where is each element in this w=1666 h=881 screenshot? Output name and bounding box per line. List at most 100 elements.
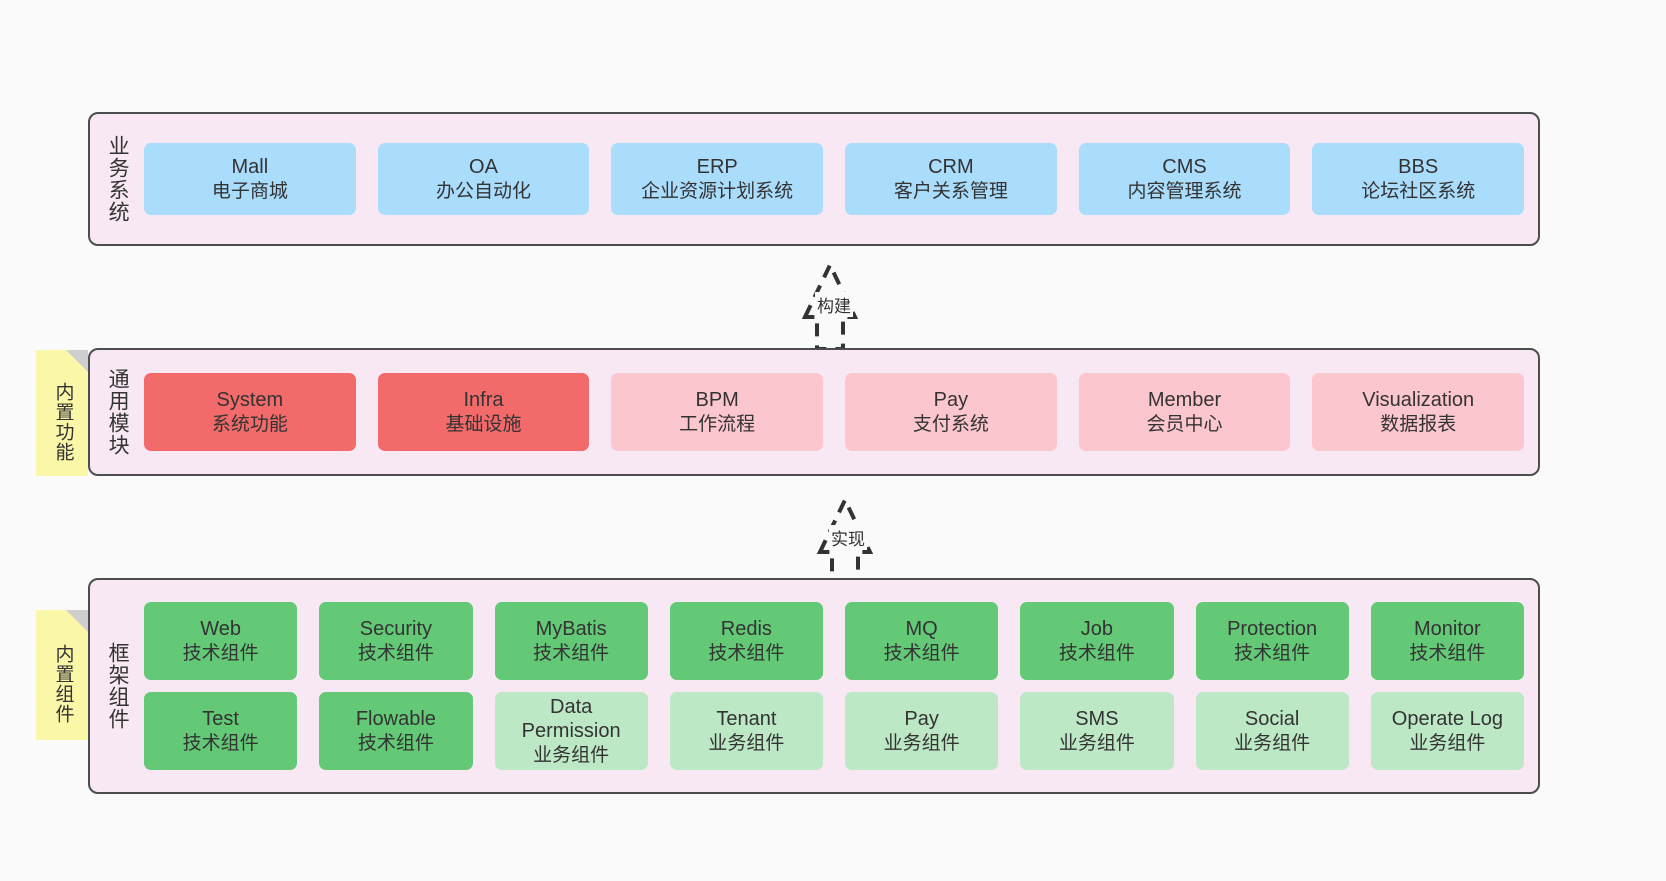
node-subtitle: 业务组件 <box>1234 732 1311 754</box>
layer-label-framework-component: 框架组件 <box>106 642 130 730</box>
node-cms[interactable]: CMS 内容管理系统 <box>1078 143 1291 215</box>
node-row: Mall 电子商城 OA 办公自动化 ERP 企业资源计划系统 CRM 客户关系… <box>144 143 1525 215</box>
note-fold-corner-icon <box>66 610 88 632</box>
node-title: OA <box>469 156 498 179</box>
layer-label-common-module: 通用模块 <box>106 368 130 456</box>
node-erp[interactable]: ERP 企业资源计划系统 <box>611 143 824 215</box>
node-subtitle: 客户关系管理 <box>893 180 1008 202</box>
node-row: System 系统功能 Infra 基础设施 BPM 工作流程 Pay 支付系统… <box>144 373 1525 451</box>
node-subtitle: 业务组件 <box>708 732 785 754</box>
node-member[interactable]: Member 会员中心 <box>1078 373 1291 451</box>
layer-label-business-system: 业务系统 <box>106 135 130 223</box>
node-row: Test 技术组件 Flowable 技术组件 Data Permission … <box>144 692 1524 770</box>
node-mybatis[interactable]: MyBatis 技术组件 <box>494 602 648 680</box>
node-title: Infra <box>463 389 504 412</box>
node-subtitle: 业务组件 <box>533 744 610 766</box>
node-operate-log[interactable]: Operate Log 业务组件 <box>1370 692 1524 770</box>
node-subtitle: 内容管理系统 <box>1127 180 1242 202</box>
layer-common-module[interactable]: 通用模块 System 系统功能 Infra 基础设施 BPM 工作流程 Pay… <box>88 348 1540 476</box>
node-title: Pay <box>904 708 939 731</box>
sticky-note-text: 内置组件 <box>52 644 74 724</box>
node-subtitle: 技术组件 <box>357 732 434 754</box>
node-subtitle: 业务组件 <box>1409 732 1486 754</box>
node-visualization[interactable]: Visualization 数据报表 <box>1312 373 1525 451</box>
node-subtitle: 电子商城 <box>211 180 288 202</box>
node-subtitle: 系统功能 <box>211 413 288 435</box>
node-bpm[interactable]: BPM 工作流程 <box>611 373 824 451</box>
node-subtitle: 基础设施 <box>445 413 522 435</box>
layer-body-framework-component: Web 技术组件 Security 技术组件 MyBatis 技术组件 Redi… <box>138 580 1538 792</box>
layer-body-business-system: Mall 电子商城 OA 办公自动化 ERP 企业资源计划系统 CRM 客户关系… <box>138 114 1538 244</box>
node-pay-business[interactable]: Pay 业务组件 <box>845 692 999 770</box>
node-subtitle: 会员中心 <box>1146 413 1223 435</box>
node-title: ERP <box>696 156 738 179</box>
node-subtitle: 技术组件 <box>1234 642 1311 664</box>
node-mq[interactable]: MQ 技术组件 <box>845 602 999 680</box>
node-subtitle: 技术组件 <box>533 642 610 664</box>
node-data-permission[interactable]: Data Permission 业务组件 <box>494 692 648 770</box>
node-title: Social <box>1244 708 1300 731</box>
node-oa[interactable]: OA 办公自动化 <box>377 143 590 215</box>
node-title: Operate Log <box>1391 708 1503 731</box>
node-title: Redis <box>720 618 772 641</box>
node-subtitle: 工作流程 <box>679 413 756 435</box>
node-subtitle: 技术组件 <box>182 732 259 754</box>
node-title: Member <box>1147 389 1222 412</box>
node-social[interactable]: Social 业务组件 <box>1195 692 1349 770</box>
node-protection[interactable]: Protection 技术组件 <box>1195 602 1349 680</box>
node-title: Job <box>1080 618 1113 641</box>
node-title: Security <box>359 618 432 641</box>
node-redis[interactable]: Redis 技术组件 <box>669 602 823 680</box>
node-subtitle: 办公自动化 <box>436 180 532 202</box>
implement-arrow-label: 实现 <box>829 525 867 550</box>
node-title: Flowable <box>355 708 436 731</box>
sticky-note-builtin-function[interactable]: 内置功能 <box>36 350 88 476</box>
node-subtitle: 技术组件 <box>883 642 960 664</box>
node-title: MQ <box>905 618 938 641</box>
sticky-note-text: 内置功能 <box>52 382 74 462</box>
node-system[interactable]: System 系统功能 <box>144 373 356 451</box>
node-mall[interactable]: Mall 电子商城 <box>144 143 356 215</box>
node-subtitle: 技术组件 <box>182 642 259 664</box>
node-title: MyBatis <box>535 618 607 641</box>
node-crm[interactable]: CRM 客户关系管理 <box>845 143 1057 215</box>
node-subtitle: 支付系统 <box>912 413 989 435</box>
node-job[interactable]: Job 技术组件 <box>1020 602 1174 680</box>
node-title: Mall <box>231 156 269 179</box>
node-title: Protection <box>1227 618 1318 641</box>
node-title: BBS <box>1398 156 1439 179</box>
node-subtitle: 业务组件 <box>883 732 960 754</box>
sticky-note-builtin-component[interactable]: 内置组件 <box>36 610 88 740</box>
node-title: Tenant <box>716 708 777 731</box>
build-arrow-label: 构建 <box>815 292 853 317</box>
note-fold-corner-icon <box>66 350 88 372</box>
node-infra[interactable]: Infra 基础设施 <box>377 373 590 451</box>
layer-body-common-module: System 系统功能 Infra 基础设施 BPM 工作流程 Pay 支付系统… <box>138 350 1538 474</box>
node-test[interactable]: Test 技术组件 <box>144 692 298 770</box>
node-pay[interactable]: Pay 支付系统 <box>845 373 1057 451</box>
node-subtitle: 业务组件 <box>1058 732 1135 754</box>
node-flowable[interactable]: Flowable 技术组件 <box>319 692 473 770</box>
layer-business-system[interactable]: 业务系统 Mall 电子商城 OA 办公自动化 ERP 企业资源计划系统 CRM… <box>88 112 1540 246</box>
node-title: Web <box>200 618 241 641</box>
node-title: Pay <box>933 389 969 412</box>
node-subtitle: 技术组件 <box>708 642 785 664</box>
node-sms[interactable]: SMS 业务组件 <box>1020 692 1174 770</box>
node-security[interactable]: Security 技术组件 <box>319 602 473 680</box>
node-tenant[interactable]: Tenant 业务组件 <box>669 692 823 770</box>
node-subtitle: 技术组件 <box>1409 642 1486 664</box>
node-subtitle: 企业资源计划系统 <box>641 180 794 202</box>
node-web[interactable]: Web 技术组件 <box>144 602 298 680</box>
node-title: CRM <box>928 156 974 179</box>
layer-framework-component[interactable]: 框架组件 Web 技术组件 Security 技术组件 MyBatis 技术组件… <box>88 578 1540 794</box>
node-title: BPM <box>695 389 739 412</box>
node-title: Monitor <box>1414 618 1481 641</box>
node-bbs[interactable]: BBS 论坛社区系统 <box>1312 143 1525 215</box>
node-title: System <box>216 389 284 412</box>
node-title: Data Permission <box>521 696 621 743</box>
node-monitor[interactable]: Monitor 技术组件 <box>1370 602 1524 680</box>
node-title: SMS <box>1075 708 1119 731</box>
node-subtitle: 技术组件 <box>357 642 434 664</box>
node-title: CMS <box>1162 156 1207 179</box>
build-arrow-icon <box>801 260 859 351</box>
